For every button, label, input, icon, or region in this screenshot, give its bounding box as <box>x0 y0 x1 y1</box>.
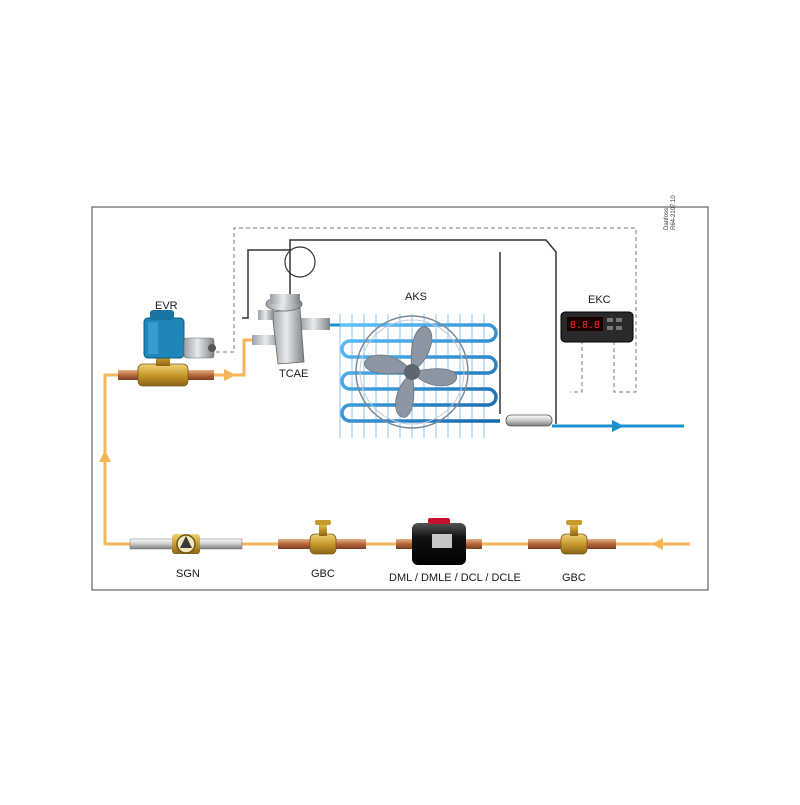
sgn-sight-glass <box>129 534 243 554</box>
capillary-tube <box>242 239 557 424</box>
diagram-frame <box>91 206 709 591</box>
doc-code: R64-2107.10 <box>671 195 677 230</box>
gbc-left-label: GBC <box>311 568 335 580</box>
sgn-label: SGN <box>176 568 200 580</box>
dml-label: DML / DMLE / DCL / DCLE <box>389 572 521 584</box>
document-reference: Danfoss R64-2107.10 <box>664 150 678 230</box>
tcae-expansion-valve <box>252 294 330 365</box>
aks-label: AKS <box>405 291 428 303</box>
dml-filter-drier <box>396 518 482 565</box>
aks-sensor <box>505 414 553 427</box>
ekc-display: 8.8.8 <box>570 320 600 331</box>
evr-solenoid-valve <box>118 310 216 387</box>
evr-label: EVR <box>155 300 178 312</box>
ekc-controller: 8.8.8 <box>560 311 634 343</box>
gbc-right-label: GBC <box>562 572 586 584</box>
gbc-ball-valve-left <box>278 520 366 555</box>
liquid-flow-arrows <box>99 369 663 550</box>
doc-brand: Danfoss <box>664 207 670 230</box>
signal-wires <box>216 227 637 393</box>
tcae-label: TCAE <box>279 368 309 380</box>
gbc-ball-valve-right <box>528 520 616 555</box>
fan-icon <box>355 315 469 429</box>
ekc-label: EKC <box>588 294 611 306</box>
